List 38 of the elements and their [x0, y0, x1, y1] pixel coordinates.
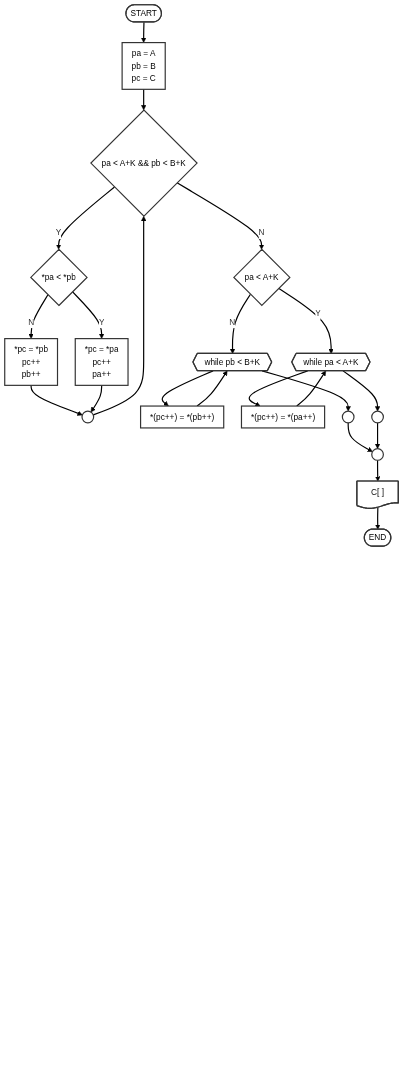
arrow	[141, 88, 147, 111]
arrow	[141, 21, 147, 43]
node-circle	[371, 448, 384, 461]
node-box: *(pc++) = *(pb++)	[140, 405, 225, 429]
node-diamond: *pa < *pb	[30, 248, 88, 307]
arrow	[374, 422, 381, 449]
node-box: *pc = *pa pc++ pa++	[74, 338, 129, 386]
arrow	[161, 370, 214, 407]
edge-label: N	[28, 317, 35, 327]
edge-label: Y	[315, 308, 321, 319]
arrow	[56, 186, 116, 250]
node-circle	[371, 410, 384, 424]
node-circle	[81, 410, 95, 424]
node-box: pa = A pb = B pc = C	[121, 42, 166, 90]
arrow	[71, 291, 105, 339]
arrow	[196, 370, 228, 407]
arrow	[347, 422, 373, 452]
arrow	[28, 294, 49, 339]
arrow	[278, 287, 334, 354]
edge-label: N	[229, 317, 236, 327]
arrow	[176, 182, 265, 250]
node-diamond: pa < A+K	[233, 248, 291, 307]
edge-label: Y	[55, 227, 62, 238]
arrow	[229, 293, 252, 354]
node-diamond: pa < A+K && pb < B+K	[90, 109, 198, 217]
node-box: *pc = *pb pc++ pb++	[4, 338, 59, 386]
edge-label: Y	[98, 317, 105, 327]
node-circle	[341, 410, 355, 424]
arrow	[342, 370, 381, 412]
arrow	[92, 215, 147, 416]
arrow	[261, 370, 351, 412]
arrow	[248, 370, 309, 407]
arrow	[90, 384, 103, 413]
node-box: *(pc++) = *(pa++)	[240, 405, 326, 429]
arrow	[30, 384, 83, 416]
edge-label: N	[258, 227, 265, 238]
arrow	[375, 506, 381, 530]
arrow	[296, 370, 326, 407]
